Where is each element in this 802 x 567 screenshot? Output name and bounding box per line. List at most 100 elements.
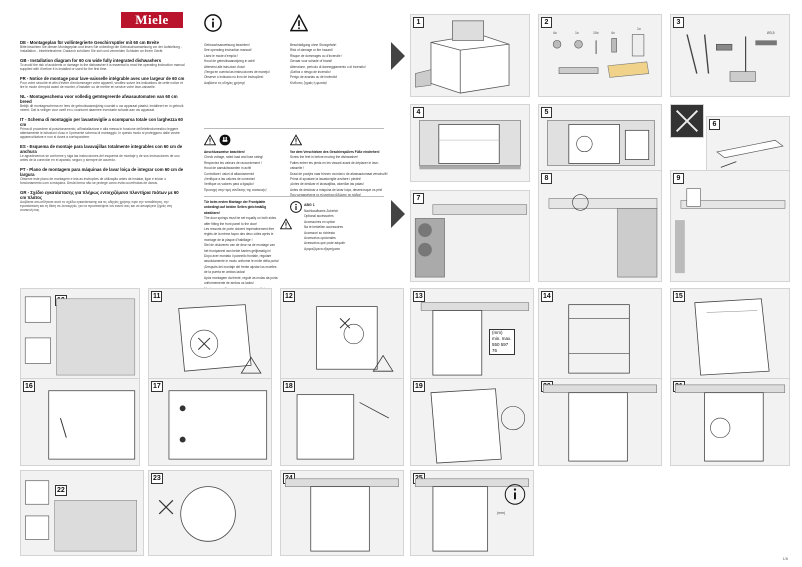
warning-line: Κίνδυνος ζημιάς ή φωτιάς! [290,80,328,85]
lang-body: Bitte beachten Sie diesen Montageplan un… [20,45,183,53]
step-10-panel: 10 [20,288,140,380]
side-screw-illustration [158,486,236,542]
warning-line: Accessori su richiesta [304,230,335,235]
warning-line: Accesorios opcionales [304,236,336,241]
front-panel-hang-illustration [430,388,526,464]
lang-block-nl: NL - Montageschema voor volledig geïnteg… [20,94,185,112]
mounting-frame-illustration [568,304,630,374]
accessory-code: ABG 1 [304,203,315,207]
detail-illustration [675,109,699,133]
warning-line: Nachkaufbares Zubehör [304,209,339,213]
warning-line: Na te bestellen accessoires [304,225,343,230]
step-3-panel: 3 Ø3,5 [670,14,790,97]
part-count: 4x [553,31,557,35]
section-arrow [391,42,405,70]
dimension-table: (mm) min. max. 550 597 76 [489,329,515,355]
info-line: Houd de gebruiksaanwijzing in acht! [204,59,256,64]
parts-illustration [552,34,650,78]
info-line: Observe o indicado no livro de instruçõe… [204,75,264,80]
warning-line: Gevaar voor schade of brand! [290,59,333,64]
warning-line: Perigo de avarias ou de incêndio! [290,75,338,80]
step-number: 14 [541,291,553,302]
info-line: See operating instruction manual! [204,48,252,53]
anchor-bracket-illustration [25,480,137,552]
step-number: 3 [673,17,684,28]
step-24-panel: 24 [280,470,404,556]
lang-block-pt: PT - Plano de montagem para máquinas de … [20,167,185,185]
warning-line: Attenzione, pericolo di danneggiamento o… [290,64,366,69]
lang-body: Διαβάστε οπωσδήποτε αυτό το σχέδιο εγκατ… [20,200,173,212]
panel-fixing-illustration [48,390,136,460]
page-number: 1/8 [782,556,788,561]
info-line: ¡Verifique a las valores de conexión! [204,177,256,182]
step-18-panel: 18 [280,378,404,466]
step-number: 13 [413,291,425,302]
info-line: Stel de drukveren van de deur na de mont… [204,243,275,253]
protection-strip-illustration [716,139,784,168]
warning-line: ¡Daños o riesgo de incendio! [290,70,331,75]
info-line: Após montagem da frente, regule as molas… [204,275,278,286]
info-line: Respectez les valeurs de raccordement ! [204,160,262,165]
step-2-panel: 2 4x 1x 10x 4x 1x [538,14,662,97]
warning-icon [280,218,292,230]
info-line: Attenersi alle istruzioni d'uso! [204,64,246,69]
unit-label: (mm) [497,511,506,515]
lang-title: FR - Notice de montage pour lave-vaissel… [20,76,185,81]
info-line: Check voltage, rated load and fuse ratin… [204,155,264,160]
dimension-row: min. max. [492,336,512,341]
step-number: 5 [541,107,552,118]
lang-block-de: DE - Montageplan für vollintegrierte Ges… [20,40,185,53]
dishwasher-insert-illustration [178,304,262,374]
warning-line: Accessoires en option [304,219,336,224]
warning-line: Acessórios que pode adquirir [304,241,346,246]
step-4-panel: 4 [410,104,530,182]
divider [204,128,298,129]
warning-line: Antes de deslocar a máquina de lavar loi… [290,187,383,192]
part-count: 1x [575,31,579,35]
connection-values-list: Anschlussweise beachten! Check voltage, … [204,150,304,193]
drill-size-label: Ø3,5 [767,31,775,35]
step-9-panel: 9 [670,170,790,282]
warning-line: Beschädigung ohne Sturzgefahr! [290,43,337,47]
warning-icon [204,134,216,146]
warning-line: Πριν μετακινήσετε το πλυντήριο βιδώστε τ… [290,193,390,198]
warning-icon [289,13,309,32]
info-line: Lisez le mode d'emploi ! [204,53,239,58]
step-25-panel: 25 (mm) [410,470,534,556]
part-count: 1x [637,27,641,31]
lang-block-es: ES - Esquema de montaje para lavavajilla… [20,144,185,162]
warning-line: Prima di spostare la lavastoviglie avvit… [290,177,362,182]
lang-title: IT - Schema di montaggio per lavastovigl… [20,117,183,127]
step-number: 8 [541,173,552,184]
handle-mount-illustration [296,394,390,460]
dimension-row: 550 597 [492,342,509,347]
hose-routing-illustration [316,306,394,372]
step-number: 18 [283,381,295,392]
warning-line: Risk of damage or fire hazard! [290,48,333,53]
lang-body: Prima di procedere al posizionamento, al… [20,127,180,139]
step-12-panel: 12 [280,288,404,380]
height-adjust-illustration [420,302,530,376]
step-22-panel: 22 [20,470,144,556]
step-5-detail [670,104,704,138]
panel-screws-illustration [168,390,268,460]
step-number: 6 [709,119,720,130]
step-19-panel: 19 [410,378,534,466]
step-16-panel: 16 [20,378,140,466]
step-1-panel: 1 [410,14,530,97]
plinth-illustration [543,384,657,462]
warning-icon [290,134,302,146]
step-number: 16 [23,381,35,392]
step-8-panel: 8 [538,170,662,282]
lang-body: Observe este plano de montagem e leia as… [20,177,167,185]
miele-logo: Miele [121,12,183,28]
lang-title: NL - Montageschema voor volledig geïnteg… [20,94,178,104]
info-line: Tür beim ersten Montage der Frontplatte … [204,200,267,215]
warning-line: Optional accessories [304,214,334,219]
info-line: Verifique os valores para a ligação! [204,182,254,187]
lang-body: Le agradecemos se conforme y siga las in… [20,154,180,162]
lang-title: GR - Σχέδιο εγκατάστασης για πλήρως εντο… [20,190,179,200]
info-column: Gebrauchsanweisung beachten! See operati… [204,14,304,86]
lang-title: ES - Esquema de montaje para lavavajilla… [20,144,183,154]
warning-line: Αγοραζόμενα εξαρτήματα [304,246,340,251]
